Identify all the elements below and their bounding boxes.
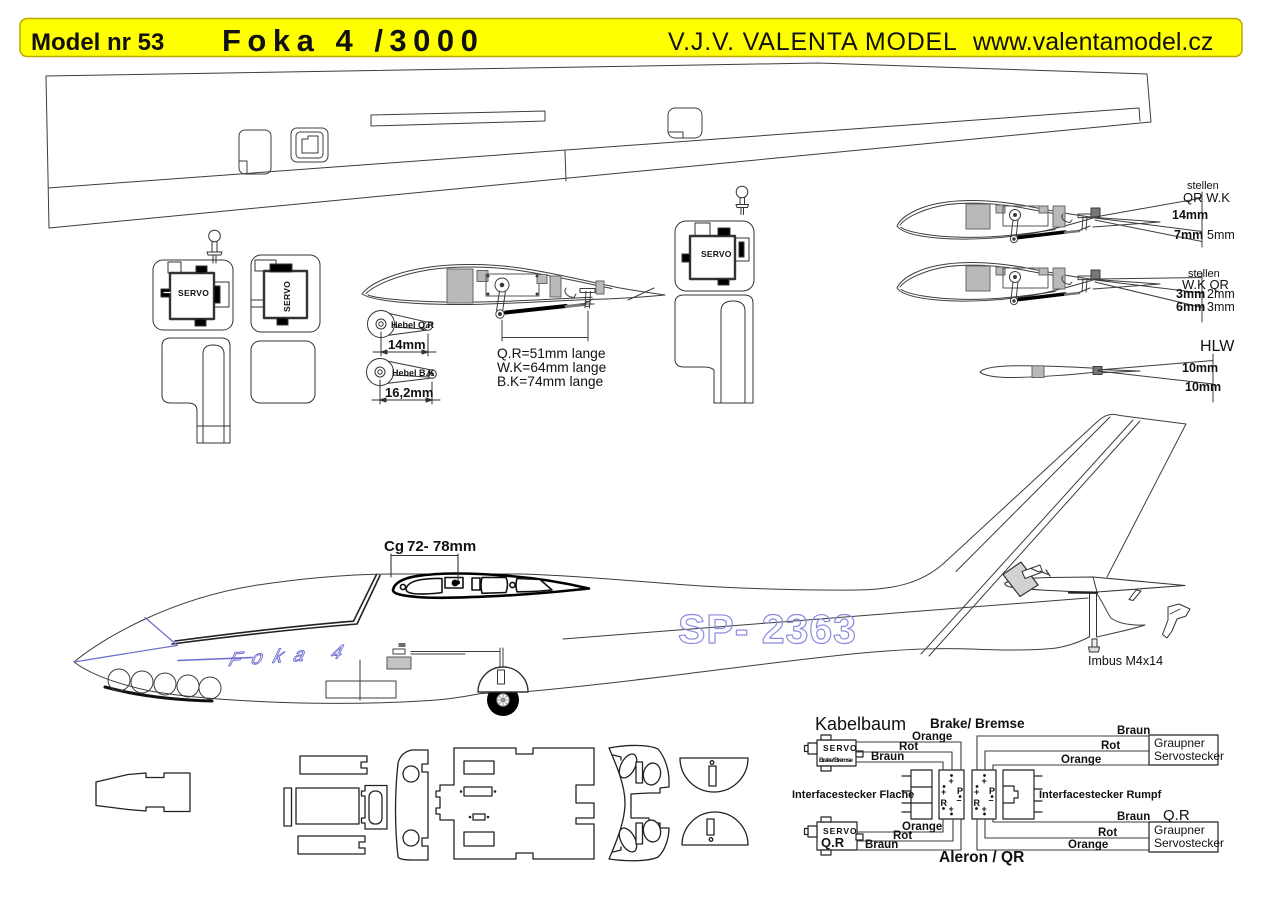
svg-text:Imbus M4x14: Imbus M4x14 — [1088, 654, 1163, 668]
svg-text:2mm: 2mm — [1207, 287, 1235, 301]
svg-text:Aleron / QR: Aleron / QR — [939, 849, 1024, 866]
svg-text:HLW: HLW — [1200, 338, 1235, 355]
svg-text:+: + — [982, 776, 987, 786]
svg-text:R: R — [941, 798, 948, 808]
svg-text:16,2mm: 16,2mm — [385, 385, 433, 400]
svg-text:V.J.V. VALENTA MODEL: V.J.V. VALENTA MODEL — [668, 28, 958, 56]
svg-text:Braun: Braun — [1117, 725, 1150, 737]
svg-text:Rot: Rot — [1101, 740, 1120, 752]
svg-text:QR W.K: QR W.K — [1183, 190, 1230, 205]
svg-text:SERVO: SERVO — [823, 826, 858, 836]
svg-text:Braun: Braun — [865, 839, 898, 851]
svg-text:–: – — [957, 795, 962, 805]
svg-text:Orange: Orange — [912, 731, 952, 743]
svg-text:Brake/ Bremse: Brake/ Bremse — [930, 716, 1025, 731]
svg-text:www.valentamodel.cz: www.valentamodel.cz — [972, 28, 1213, 56]
svg-text:+: + — [941, 787, 946, 797]
svg-text:Orange: Orange — [902, 821, 942, 833]
svg-text:Q.R: Q.R — [821, 835, 845, 850]
svg-text:10mm: 10mm — [1185, 380, 1221, 394]
svg-text:Rot: Rot — [893, 830, 912, 842]
svg-text:14mm: 14mm — [388, 337, 426, 352]
svg-text:P: P — [989, 786, 995, 796]
svg-text:5mm: 5mm — [1207, 228, 1235, 242]
svg-text:P: P — [957, 786, 963, 796]
svg-text:SERVO: SERVO — [701, 249, 732, 259]
svg-text:Orange: Orange — [1068, 839, 1108, 851]
svg-text:Interfacestecker Flache: Interfacestecker Flache — [792, 789, 914, 801]
svg-text:SERVO: SERVO — [823, 743, 858, 753]
svg-text:+: + — [949, 804, 954, 814]
svg-text:Cg: Cg — [384, 538, 404, 555]
svg-text:Rot: Rot — [899, 741, 918, 753]
svg-text:7mm: 7mm — [1174, 228, 1203, 242]
svg-text:SERVO: SERVO — [178, 288, 209, 298]
svg-text:Hebel B.K: Hebel B.K — [392, 368, 435, 378]
svg-text:Graupner: Graupner — [1154, 823, 1205, 837]
svg-text:+: + — [982, 804, 987, 814]
svg-text:SERVO: SERVO — [282, 281, 292, 312]
svg-text:Rot: Rot — [1098, 827, 1117, 839]
svg-text:Model nr 53: Model nr 53 — [31, 29, 164, 56]
svg-text:14mm: 14mm — [1172, 208, 1208, 222]
svg-text:Q.R: Q.R — [1163, 807, 1190, 824]
svg-text:Foka 4 /3000: Foka 4 /3000 — [222, 23, 484, 58]
svg-text:Orange: Orange — [1061, 754, 1101, 766]
svg-text:+: + — [949, 776, 954, 786]
svg-text:Brake/ Bremse: Brake/ Bremse — [819, 757, 853, 764]
svg-text:stellen: stellen — [1188, 268, 1220, 280]
svg-text:6mm: 6mm — [1176, 300, 1205, 314]
svg-text:Braun: Braun — [871, 751, 904, 763]
svg-text:–: – — [989, 795, 994, 805]
svg-text:Braun: Braun — [1117, 811, 1150, 823]
svg-text:Q.R=51mm lange: Q.R=51mm lange — [497, 346, 606, 361]
svg-text:R: R — [974, 798, 981, 808]
svg-text:72- 78mm: 72- 78mm — [407, 538, 476, 555]
svg-text:3mm: 3mm — [1207, 300, 1235, 314]
svg-text:Graupner: Graupner — [1154, 736, 1205, 750]
svg-text:stellen: stellen — [1187, 180, 1219, 192]
svg-text:Hebel Q.R: Hebel Q.R — [391, 320, 435, 330]
svg-text:SP- 2363: SP- 2363 — [678, 606, 857, 652]
svg-text:Servostecker: Servostecker — [1154, 836, 1224, 850]
svg-text:Interfacestecker Rumpf: Interfacestecker Rumpf — [1039, 789, 1162, 801]
svg-text:Servostecker: Servostecker — [1154, 749, 1224, 763]
svg-text:W.K=64mm lange: W.K=64mm lange — [497, 360, 607, 375]
svg-text:B.K=74mm lange: B.K=74mm lange — [497, 374, 604, 389]
svg-text:W.K QR: W.K QR — [1182, 277, 1229, 292]
svg-text:+: + — [974, 787, 979, 797]
svg-text:3mm: 3mm — [1176, 287, 1205, 301]
svg-text:Kabelbaum: Kabelbaum — [815, 714, 906, 734]
svg-text:10mm: 10mm — [1182, 361, 1218, 375]
